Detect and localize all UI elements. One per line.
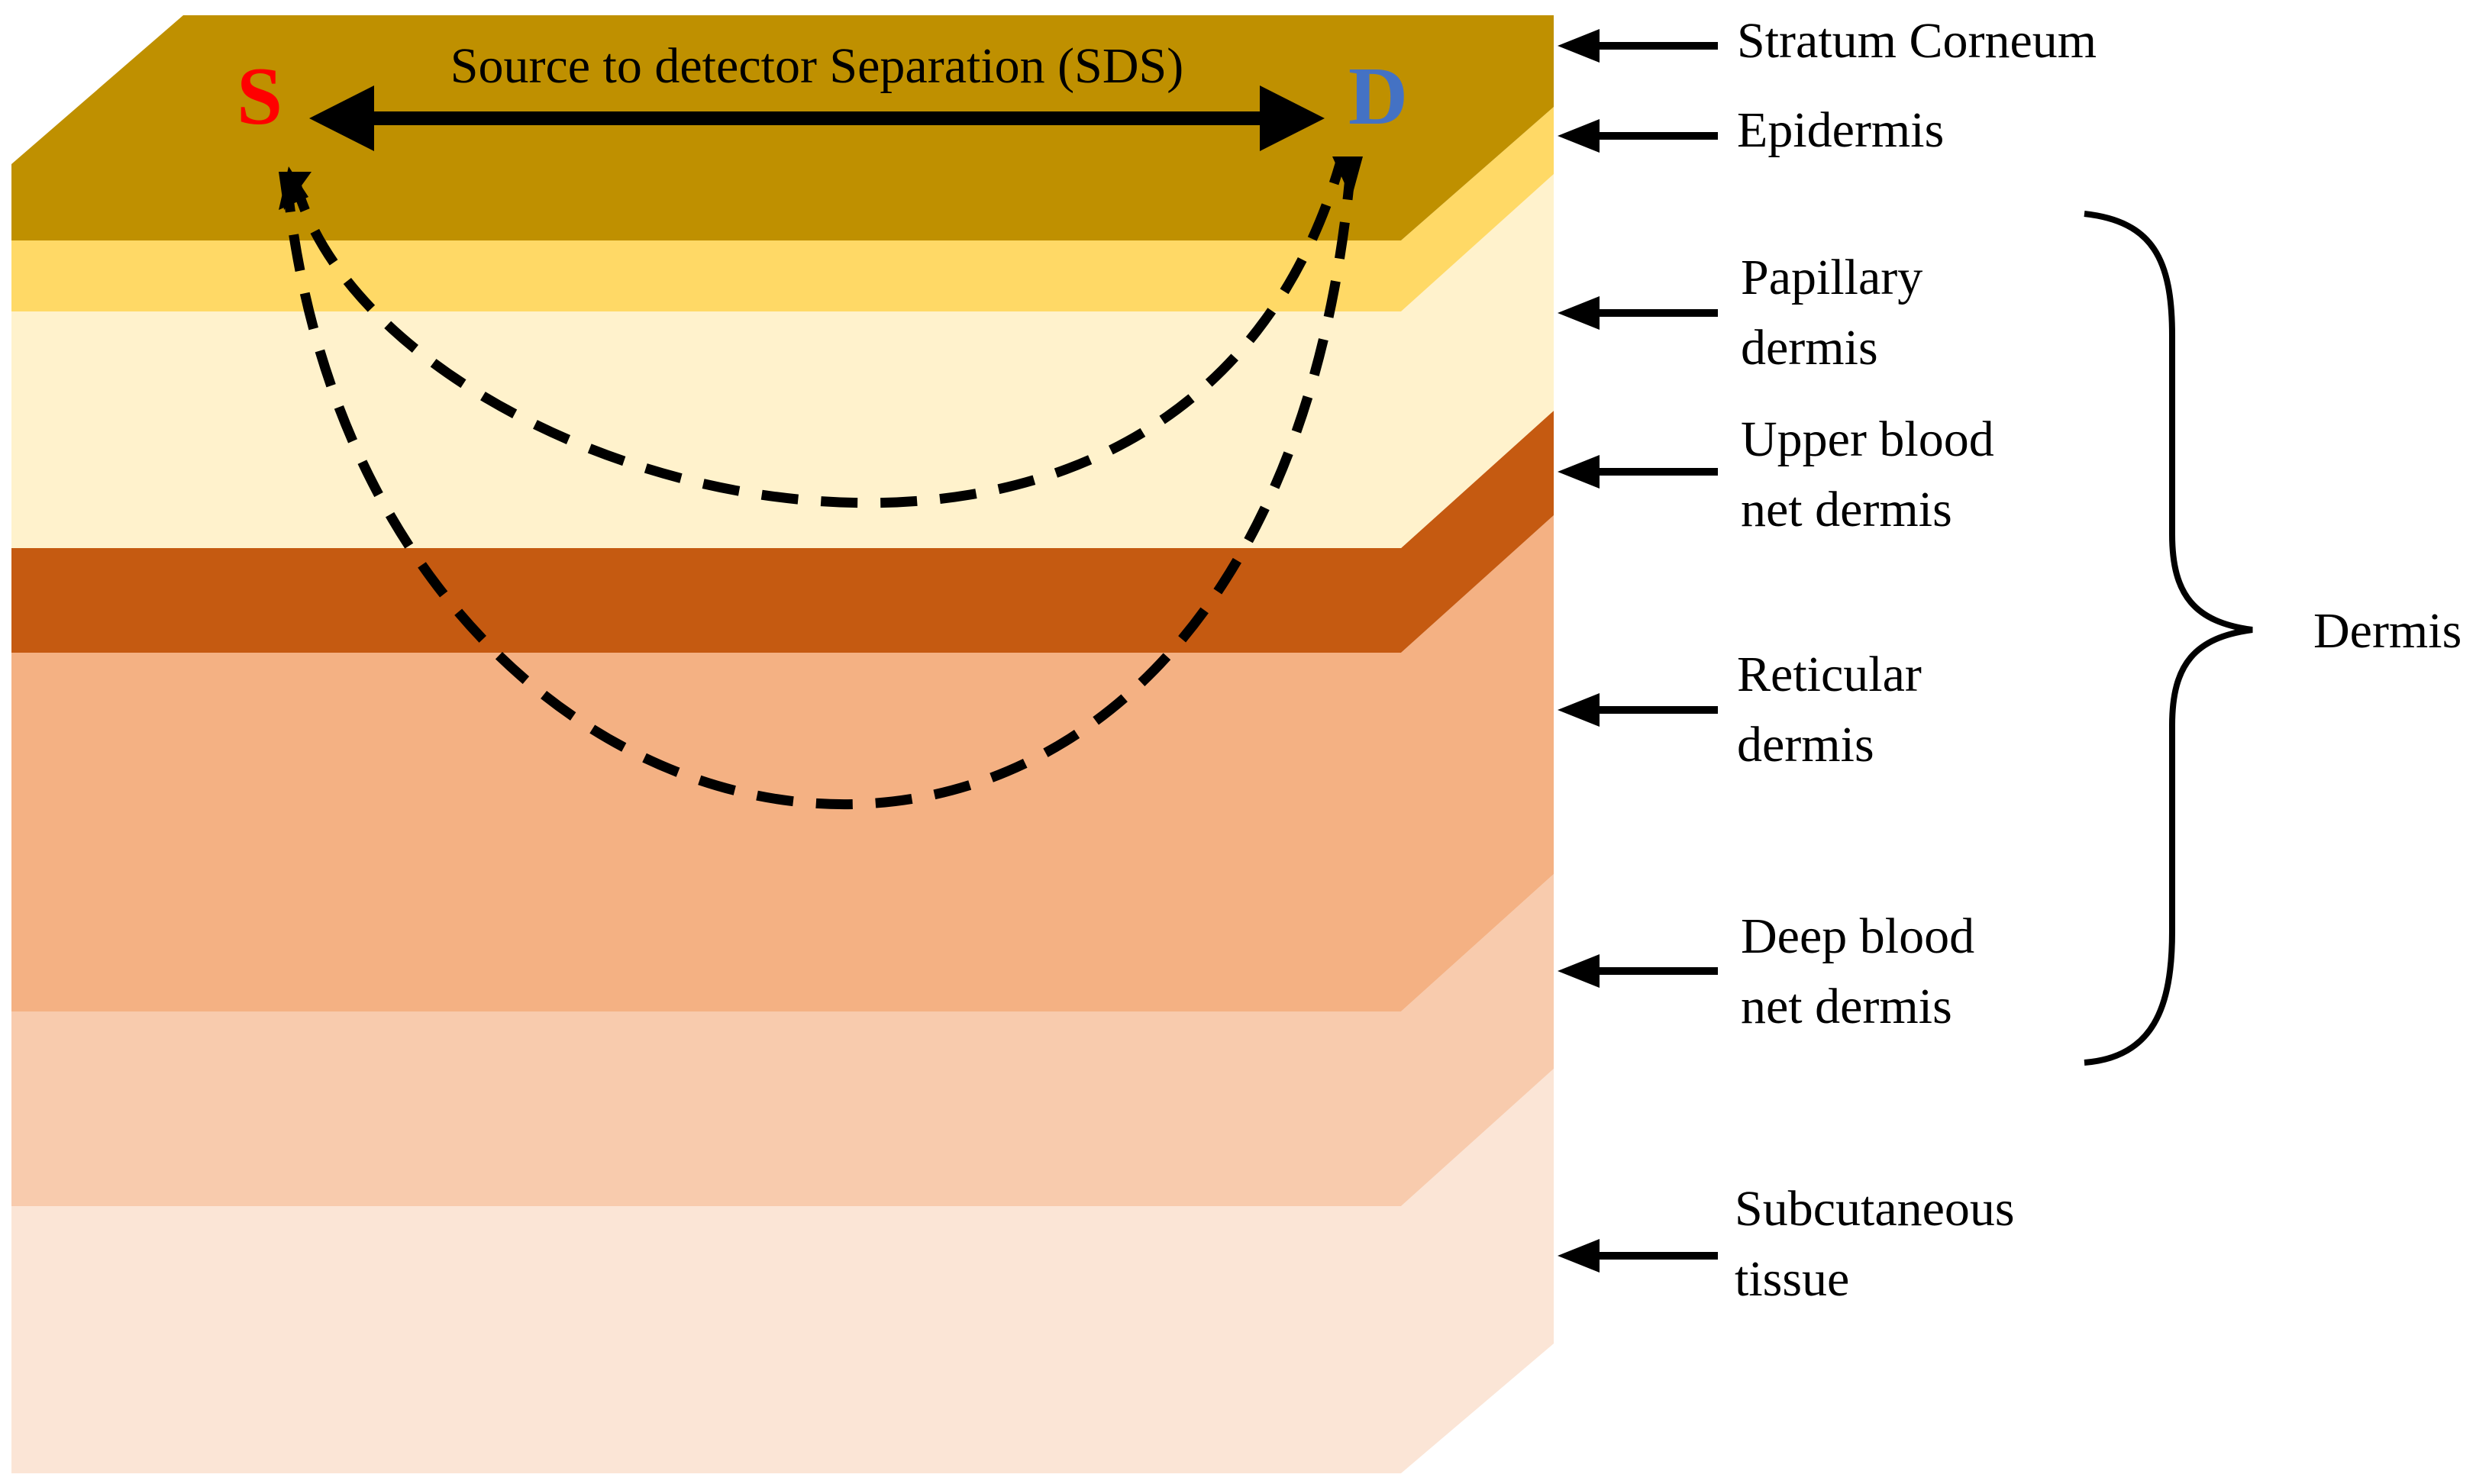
label-upper-blood-net-line2: net dermis [1741,482,1952,537]
arrow-reticular-head [1558,693,1600,727]
label-stratum-corneum: Stratum Corneum [1737,13,2097,69]
label-upper-blood-net: Upper blood net dermis [1741,411,2006,537]
sds-arrowhead-right [1260,85,1325,151]
label-reticular-line1: Reticular [1737,647,1922,702]
label-deep-blood-net-line1: Deep blood [1741,908,1974,964]
subcutaneous-side [1401,1069,1554,1473]
light-path-arrowhead-detector [1332,156,1363,198]
arrow-epidermis-head [1558,119,1600,153]
label-papillary-line2: dermis [1741,320,1878,376]
detector-label: D [1348,51,1408,142]
epidermis-side [1401,107,1554,311]
sds-arrowhead-left [309,85,374,151]
label-papillary: Papillary dermis [1741,250,1935,376]
label-reticular-line2: dermis [1737,717,1874,773]
label-upper-blood-net-line1: Upper blood [1741,411,1994,467]
arrow-subcutaneous-head [1558,1239,1600,1273]
reticular-dermis-layer [11,653,1401,1011]
upper-blood-net-layer [11,548,1401,653]
arrow-stratum-corneum-head [1558,29,1600,63]
label-reticular: Reticular dermis [1737,647,1934,773]
source-label: S [237,51,282,142]
dermis-group-label: Dermis [2313,603,2462,659]
arrow-deep-blood-net-head [1558,954,1600,988]
label-deep-blood-net-line2: net dermis [1741,979,1952,1034]
pointer-arrows [1558,29,1718,1273]
shallow-light-path [289,163,1345,508]
label-epidermis: Epidermis [1737,102,1944,158]
light-path-arrowhead-source-2 [279,166,308,210]
deep-light-path [281,160,1357,809]
papillary-dermis-layer [11,311,1401,548]
upper-blood-net-side [1401,411,1554,653]
label-deep-blood-net: Deep blood net dermis [1741,908,1987,1034]
deep-blood-net-layer [11,1011,1401,1206]
papillary-dermis-side [1401,174,1554,548]
label-subcutaneous-line1: Subcutaneous [1735,1181,2015,1237]
arrow-upper-blood-net-head [1558,455,1600,489]
label-subcutaneous-line2: tissue [1735,1251,1849,1307]
subcutaneous-layer [11,1206,1401,1473]
sds-label: Source to detector Separation (SDS) [450,38,1183,94]
arrow-papillary-head [1558,296,1600,330]
dermis-brace [2084,211,2253,1066]
epidermis-layer [11,240,1401,311]
label-papillary-line1: Papillary [1741,250,1922,305]
deep-blood-net-side [1401,874,1554,1206]
label-subcutaneous: Subcutaneous tissue [1735,1181,2027,1307]
reticular-dermis-side [1401,515,1554,1011]
stratum-corneum-layer [11,15,1554,240]
